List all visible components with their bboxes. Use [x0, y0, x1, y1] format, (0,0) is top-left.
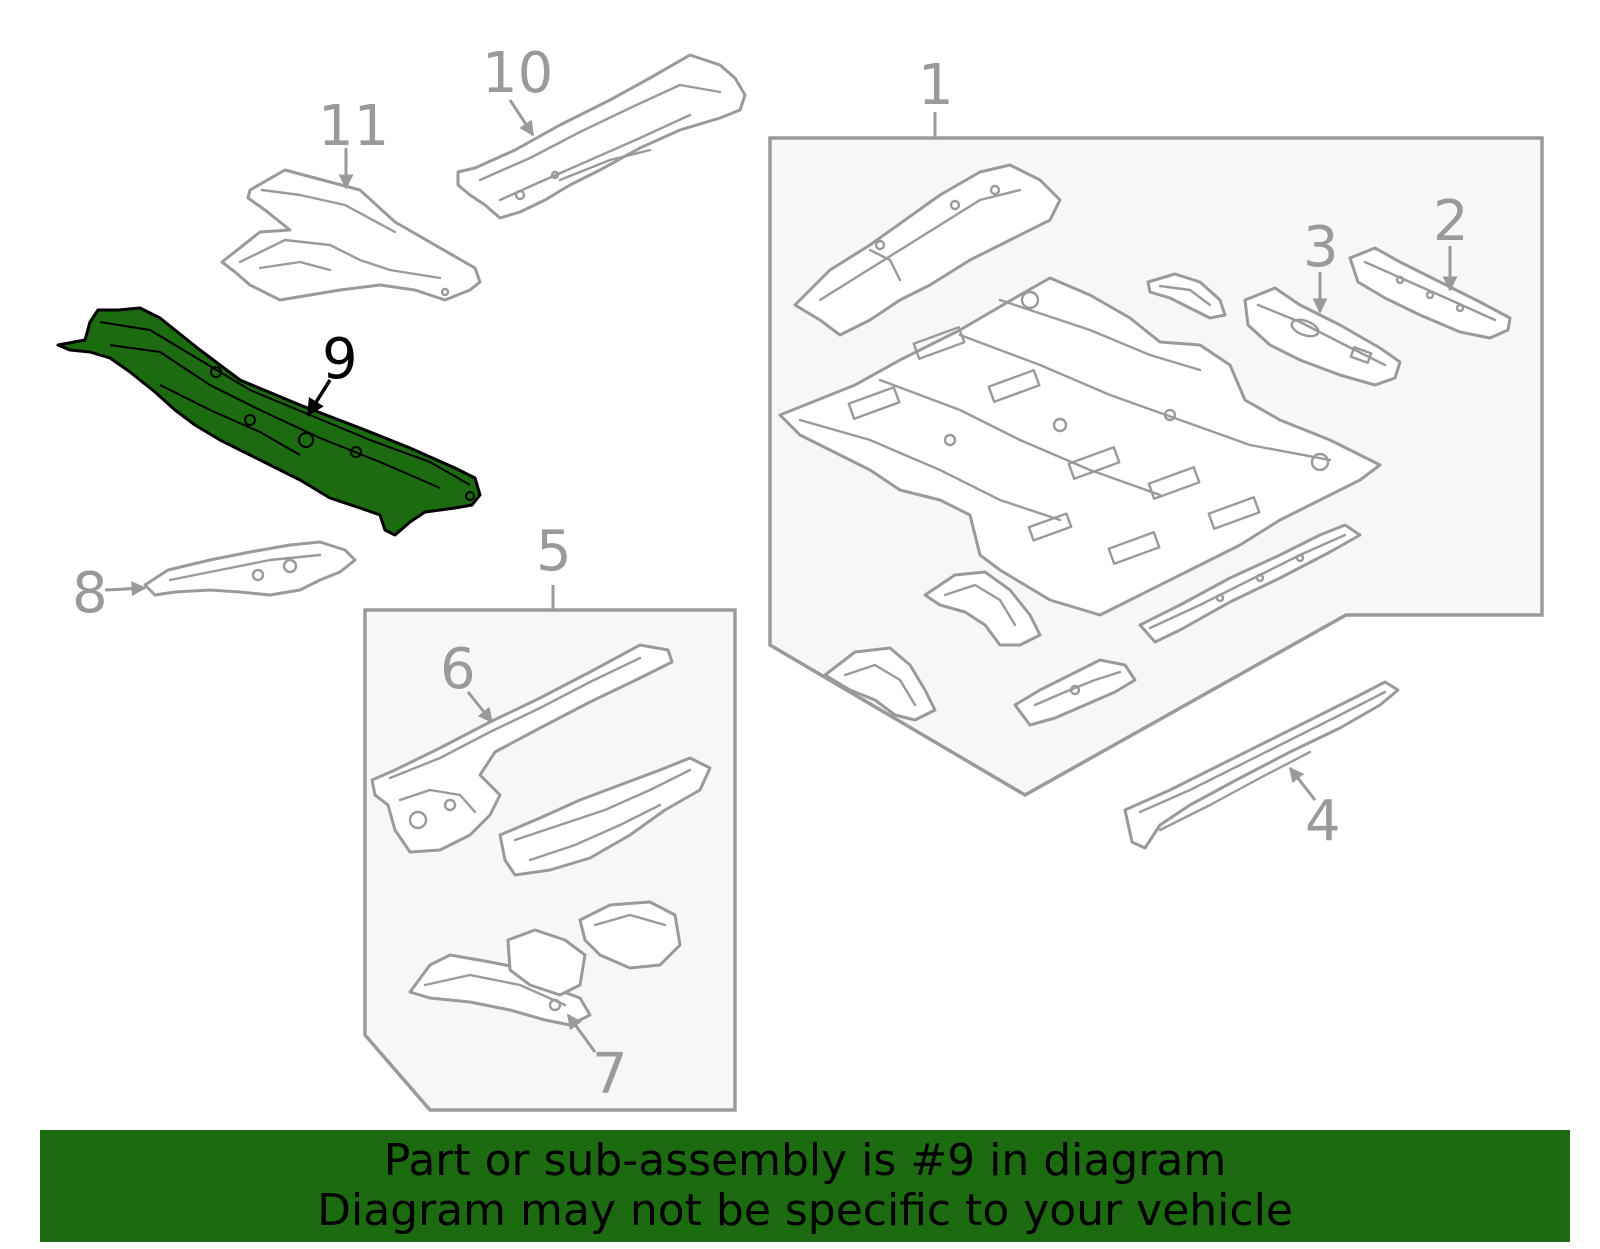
part-9-highlighted[interactable] [56, 306, 482, 537]
part-1-lower-bracket-a[interactable] [923, 570, 1042, 647]
part-5-rail[interactable] [498, 756, 712, 877]
part-1-tunnel[interactable] [793, 163, 1062, 337]
banner-line-1: Part or sub-assembly is #9 in diagram [383, 1135, 1227, 1186]
leader-10 [508, 99, 535, 137]
part-6[interactable] [370, 643, 674, 854]
leader-9 [306, 379, 332, 417]
info-banner: Part or sub-assembly is #9 in diagram Di… [40, 1130, 1570, 1242]
callout-4: 4 [1305, 789, 1341, 854]
part-5-box-bracket[interactable] [506, 900, 682, 997]
leader-8 [104, 581, 147, 597]
callout-8: 8 [72, 561, 108, 626]
callout-6: 6 [440, 637, 476, 702]
callout-1: 1 [918, 53, 954, 118]
callout-7: 7 [592, 1042, 628, 1107]
part-1-small-bracket[interactable] [1146, 272, 1227, 320]
leader-7 [566, 1013, 597, 1053]
part-1-floor-pan[interactable] [778, 276, 1382, 617]
part-1-lower-bracket-c[interactable] [1013, 658, 1137, 727]
callout-5: 5 [536, 519, 572, 584]
callout-10: 10 [482, 41, 553, 106]
callout-9: 9 [322, 327, 358, 392]
part-1-rail[interactable] [1138, 523, 1362, 644]
callout-11: 11 [318, 94, 389, 159]
banner-line-2: Diagram may not be specific to your vehi… [317, 1185, 1293, 1236]
part-10[interactable] [456, 53, 747, 220]
part-9-fill [56, 306, 482, 537]
part-1-lower-bracket-b[interactable] [823, 646, 937, 722]
part-7[interactable] [408, 953, 592, 1027]
leader-6 [466, 691, 494, 724]
leader-4 [1288, 766, 1317, 801]
part-4[interactable] [1123, 680, 1400, 850]
part-8[interactable] [143, 540, 357, 597]
part-11[interactable] [220, 168, 482, 302]
part-2[interactable] [1348, 246, 1512, 340]
part-3[interactable] [1243, 286, 1402, 387]
callout-3: 3 [1303, 215, 1339, 280]
callout-2: 2 [1433, 189, 1469, 254]
